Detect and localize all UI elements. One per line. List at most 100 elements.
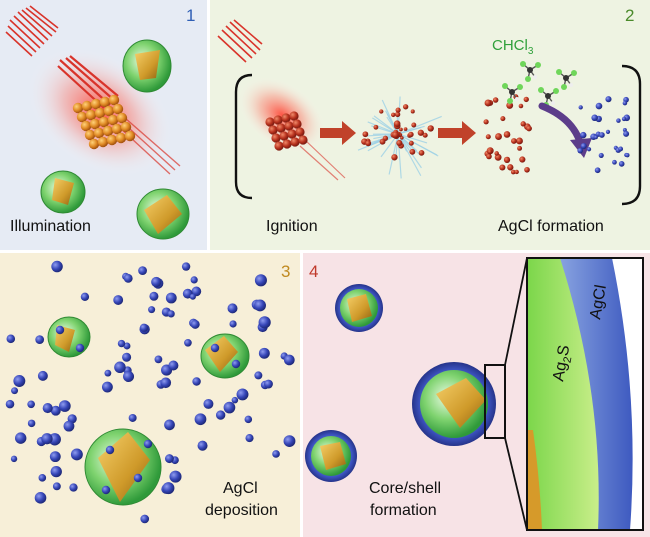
chcl3-label: CHCl3: [492, 37, 534, 57]
chlorine-atom: [517, 84, 523, 90]
panel-3: 3 AgCl deposition: [5, 260, 296, 524]
ignition-silver-cluster: [265, 111, 308, 151]
core-shell-particle-small-bottom: [305, 430, 357, 482]
agcl-particle: [231, 396, 239, 404]
agcl-particle: [593, 135, 598, 140]
agcl-particle: [104, 369, 112, 377]
silver-nanoparticle: [112, 103, 124, 115]
silver-fragment: [427, 125, 434, 132]
ag2s-particle-bottom-left: [40, 170, 86, 214]
ignited-nanoparticle: [276, 123, 286, 133]
ignited-nanoparticle: [298, 135, 308, 145]
panel-3-caption-line1: AgCl: [223, 480, 258, 497]
agcl-particle: [5, 399, 15, 409]
ignited-nanoparticle: [265, 117, 275, 127]
silver-fragment: [524, 166, 530, 173]
agcl-particle: [580, 131, 587, 139]
panel-1-number: 1: [186, 6, 195, 25]
silver-fragment: [365, 140, 372, 147]
agcl-particle: [622, 100, 628, 106]
panel-4-number: 4: [309, 262, 318, 281]
agcl-particle: [223, 401, 236, 414]
chlorine-atom: [535, 62, 541, 68]
silver-fragment: [402, 104, 409, 110]
panel-4: AgCl Ag2S 4 Core/shell formation: [305, 257, 644, 531]
chlorine-atom: [525, 76, 531, 82]
agcl-particle: [148, 306, 156, 314]
agcl-particle: [123, 273, 133, 283]
agcl-particle: [621, 116, 627, 122]
agcl-particle: [245, 434, 254, 443]
silver-fragment: [379, 138, 386, 145]
spray-streak: [397, 125, 425, 135]
core-shell-particle-small-top: [335, 284, 383, 332]
agcl-particle: [605, 96, 612, 103]
agcl-dispersed-particles: [5, 260, 296, 524]
agcl-particle: [263, 379, 273, 389]
panel-2: CHCl3 2 Ignition AgCl formation: [217, 6, 642, 235]
silver-fragment: [500, 116, 506, 122]
silver-fragment: [492, 97, 499, 103]
silver-nanoparticle: [97, 136, 109, 148]
inset-label-ag2s: Ag2S: [550, 344, 576, 383]
agcl-particle: [13, 375, 26, 387]
agcl-particle: [50, 465, 62, 478]
silver-fragment: [499, 164, 506, 171]
carbon-atom: [527, 67, 533, 73]
silver-fragments: [483, 94, 532, 175]
silver-fragment: [362, 131, 369, 138]
silver-fragment: [417, 129, 424, 136]
silver-fragment: [411, 122, 417, 128]
panel-1-caption: Illumination: [10, 218, 91, 235]
agcl-particle: [117, 339, 126, 348]
silver-nanoparticle: [81, 100, 93, 112]
silver-nanoparticle: [116, 112, 128, 124]
agcl-particle: [254, 274, 267, 287]
agcl-particle: [215, 410, 226, 420]
spray-streak: [397, 133, 422, 177]
agcl-particle: [258, 316, 271, 329]
agcl-particle: [6, 334, 16, 344]
silver-fragment: [393, 120, 401, 127]
right-bracket: [621, 64, 642, 206]
hydrogen-atom: [533, 75, 537, 79]
agcl-particle: [162, 482, 175, 495]
inset-label-agcl: AgCl: [587, 284, 610, 321]
agcl-deposit: [133, 473, 143, 483]
ag2s-particle-right: [200, 333, 250, 379]
ignited-nanoparticle: [292, 119, 302, 129]
silver-nanoparticle: [120, 121, 132, 133]
ignited-nanoparticle: [268, 125, 278, 135]
agcl-particle: [283, 354, 295, 366]
panel-1: 1 Illumination: [5, 5, 195, 240]
agcl-particle: [605, 129, 611, 134]
agcl-particle: [283, 435, 296, 448]
agcl-particle: [598, 152, 604, 158]
silver-fragment: [507, 164, 514, 171]
ignited-nanoparticle: [289, 111, 299, 121]
agcl-particle: [618, 146, 624, 152]
agcl-particle: [139, 323, 149, 332]
panel-2-caption-agcl-formation: AgCl formation: [498, 218, 604, 235]
silver-nanoparticle: [115, 132, 127, 144]
silver-nanoparticle: [90, 98, 102, 110]
silver-nanoparticle: [124, 130, 136, 142]
agcl-particle: [197, 440, 208, 451]
ignited-nanoparticle: [287, 129, 297, 139]
silver-nanoparticle: [108, 94, 120, 106]
agcl-particle: [37, 370, 48, 381]
agcl-particle: [244, 415, 253, 424]
agcl-particle: [272, 450, 280, 458]
agcl-particle: [165, 292, 177, 304]
agcl-deposit: [101, 485, 111, 495]
ag2s-particle-bottom-right: [136, 188, 190, 240]
agcl-particle: [34, 492, 47, 504]
left-bracket: [234, 73, 253, 200]
agcl-particle: [128, 413, 137, 422]
agcl-particle: [616, 118, 621, 123]
agcl-particle: [194, 413, 207, 426]
silver-fragment: [506, 101, 514, 109]
ag2s-particle-top-right: [122, 39, 172, 93]
shell-inset: AgCl Ag2S: [526, 257, 644, 531]
chlorine-atom: [502, 83, 508, 89]
